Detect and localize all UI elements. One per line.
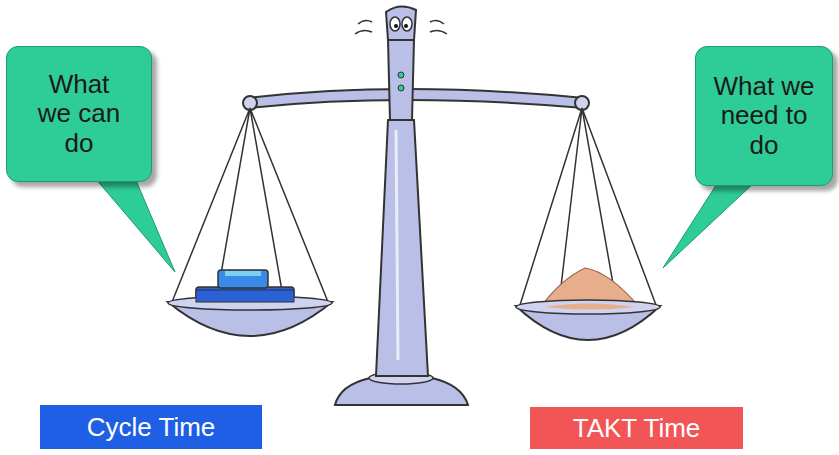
bubble-text: What we can do [32, 70, 126, 158]
beam-ring [243, 96, 257, 110]
band-label: Cycle Time [87, 413, 216, 442]
pan-strings [172, 108, 328, 308]
pupil [404, 24, 408, 28]
weight-block [196, 290, 294, 302]
bubble-tail [663, 182, 755, 268]
cycle-time-band: Cycle Time [40, 405, 262, 449]
pupil [394, 24, 398, 28]
scale-neck [388, 40, 414, 120]
sand-base [545, 304, 635, 310]
pillar-highlight [396, 130, 398, 360]
weight-block [218, 270, 268, 288]
speech-bubble: What we need to do [695, 46, 833, 186]
band-label: TAKT Time [573, 414, 701, 443]
bubble-tail [95, 178, 175, 272]
scale-pillar [376, 120, 428, 376]
pan-rim [516, 300, 660, 314]
weight-block [196, 287, 294, 305]
neck-dot [398, 85, 404, 91]
weight-highlight [225, 271, 261, 276]
pan-strings [520, 108, 656, 312]
eye [390, 17, 400, 31]
scale-beam [248, 89, 584, 108]
speech-bubble: What we can do [6, 46, 152, 182]
bubble-text: What we need to do [707, 72, 821, 160]
takt-time-band: TAKT Time [530, 407, 743, 449]
motion-lines [355, 20, 447, 34]
scale-head [386, 6, 416, 40]
beam-ring [575, 96, 589, 110]
eye [402, 17, 412, 31]
neck-dot [398, 72, 404, 78]
